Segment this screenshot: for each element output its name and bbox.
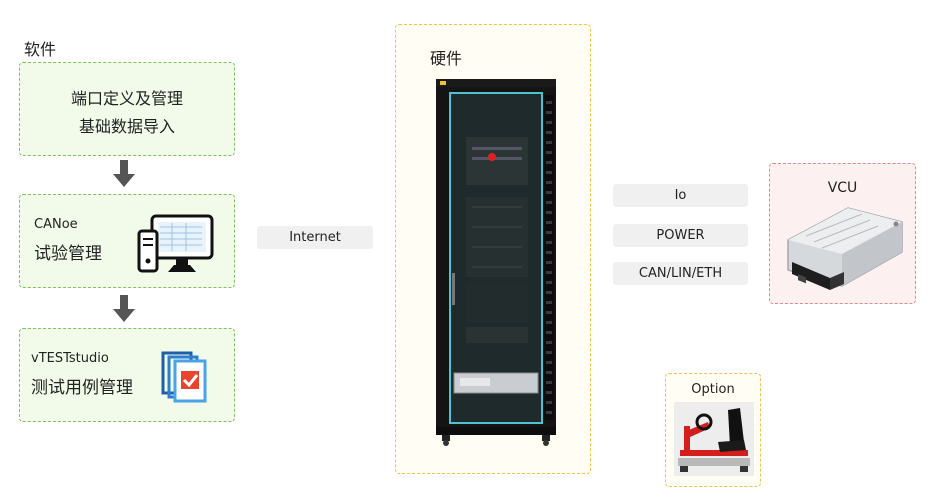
vcu-title: VCU — [827, 180, 858, 196]
hardware-box: 硬件 — [395, 24, 591, 474]
option-box: Option — [665, 373, 761, 487]
cabinet-image — [436, 79, 556, 446]
signal-tag-io: Io — [613, 184, 748, 207]
signal-tag-power: POWER — [613, 224, 748, 247]
vtest-label: vTESTstudio — [31, 351, 109, 366]
vtest-document-icon — [161, 351, 207, 403]
internet-tag: Internet — [257, 226, 373, 249]
port-data-box: 端口定义及管理 基础数据导入 — [19, 62, 235, 156]
signal-tag-can-lin-eth: CAN/LIN/ETH — [613, 262, 748, 285]
port-definition-label: 端口定义及管理 — [70, 89, 183, 108]
down-arrow-icon — [113, 295, 135, 322]
ecu-image — [787, 207, 903, 290]
vcu-box: VCU — [769, 163, 916, 304]
computer-icon — [137, 214, 214, 273]
canoe-label: CANoe — [34, 217, 78, 232]
option-title: Option — [691, 382, 735, 397]
testcase-management-label: 测试用例管理 — [31, 378, 133, 398]
hardware-title: 硬件 — [430, 49, 463, 68]
down-arrow-icon — [113, 160, 135, 187]
data-import-label: 基础数据导入 — [78, 117, 175, 136]
simulator-seat-image — [674, 402, 754, 476]
vtest-box: vTESTstudio 测试用例管理 — [19, 328, 235, 422]
test-management-label: 试验管理 — [34, 244, 102, 264]
canoe-box: CANoe 试验管理 — [19, 194, 235, 288]
software-title: 软件 — [24, 40, 57, 59]
